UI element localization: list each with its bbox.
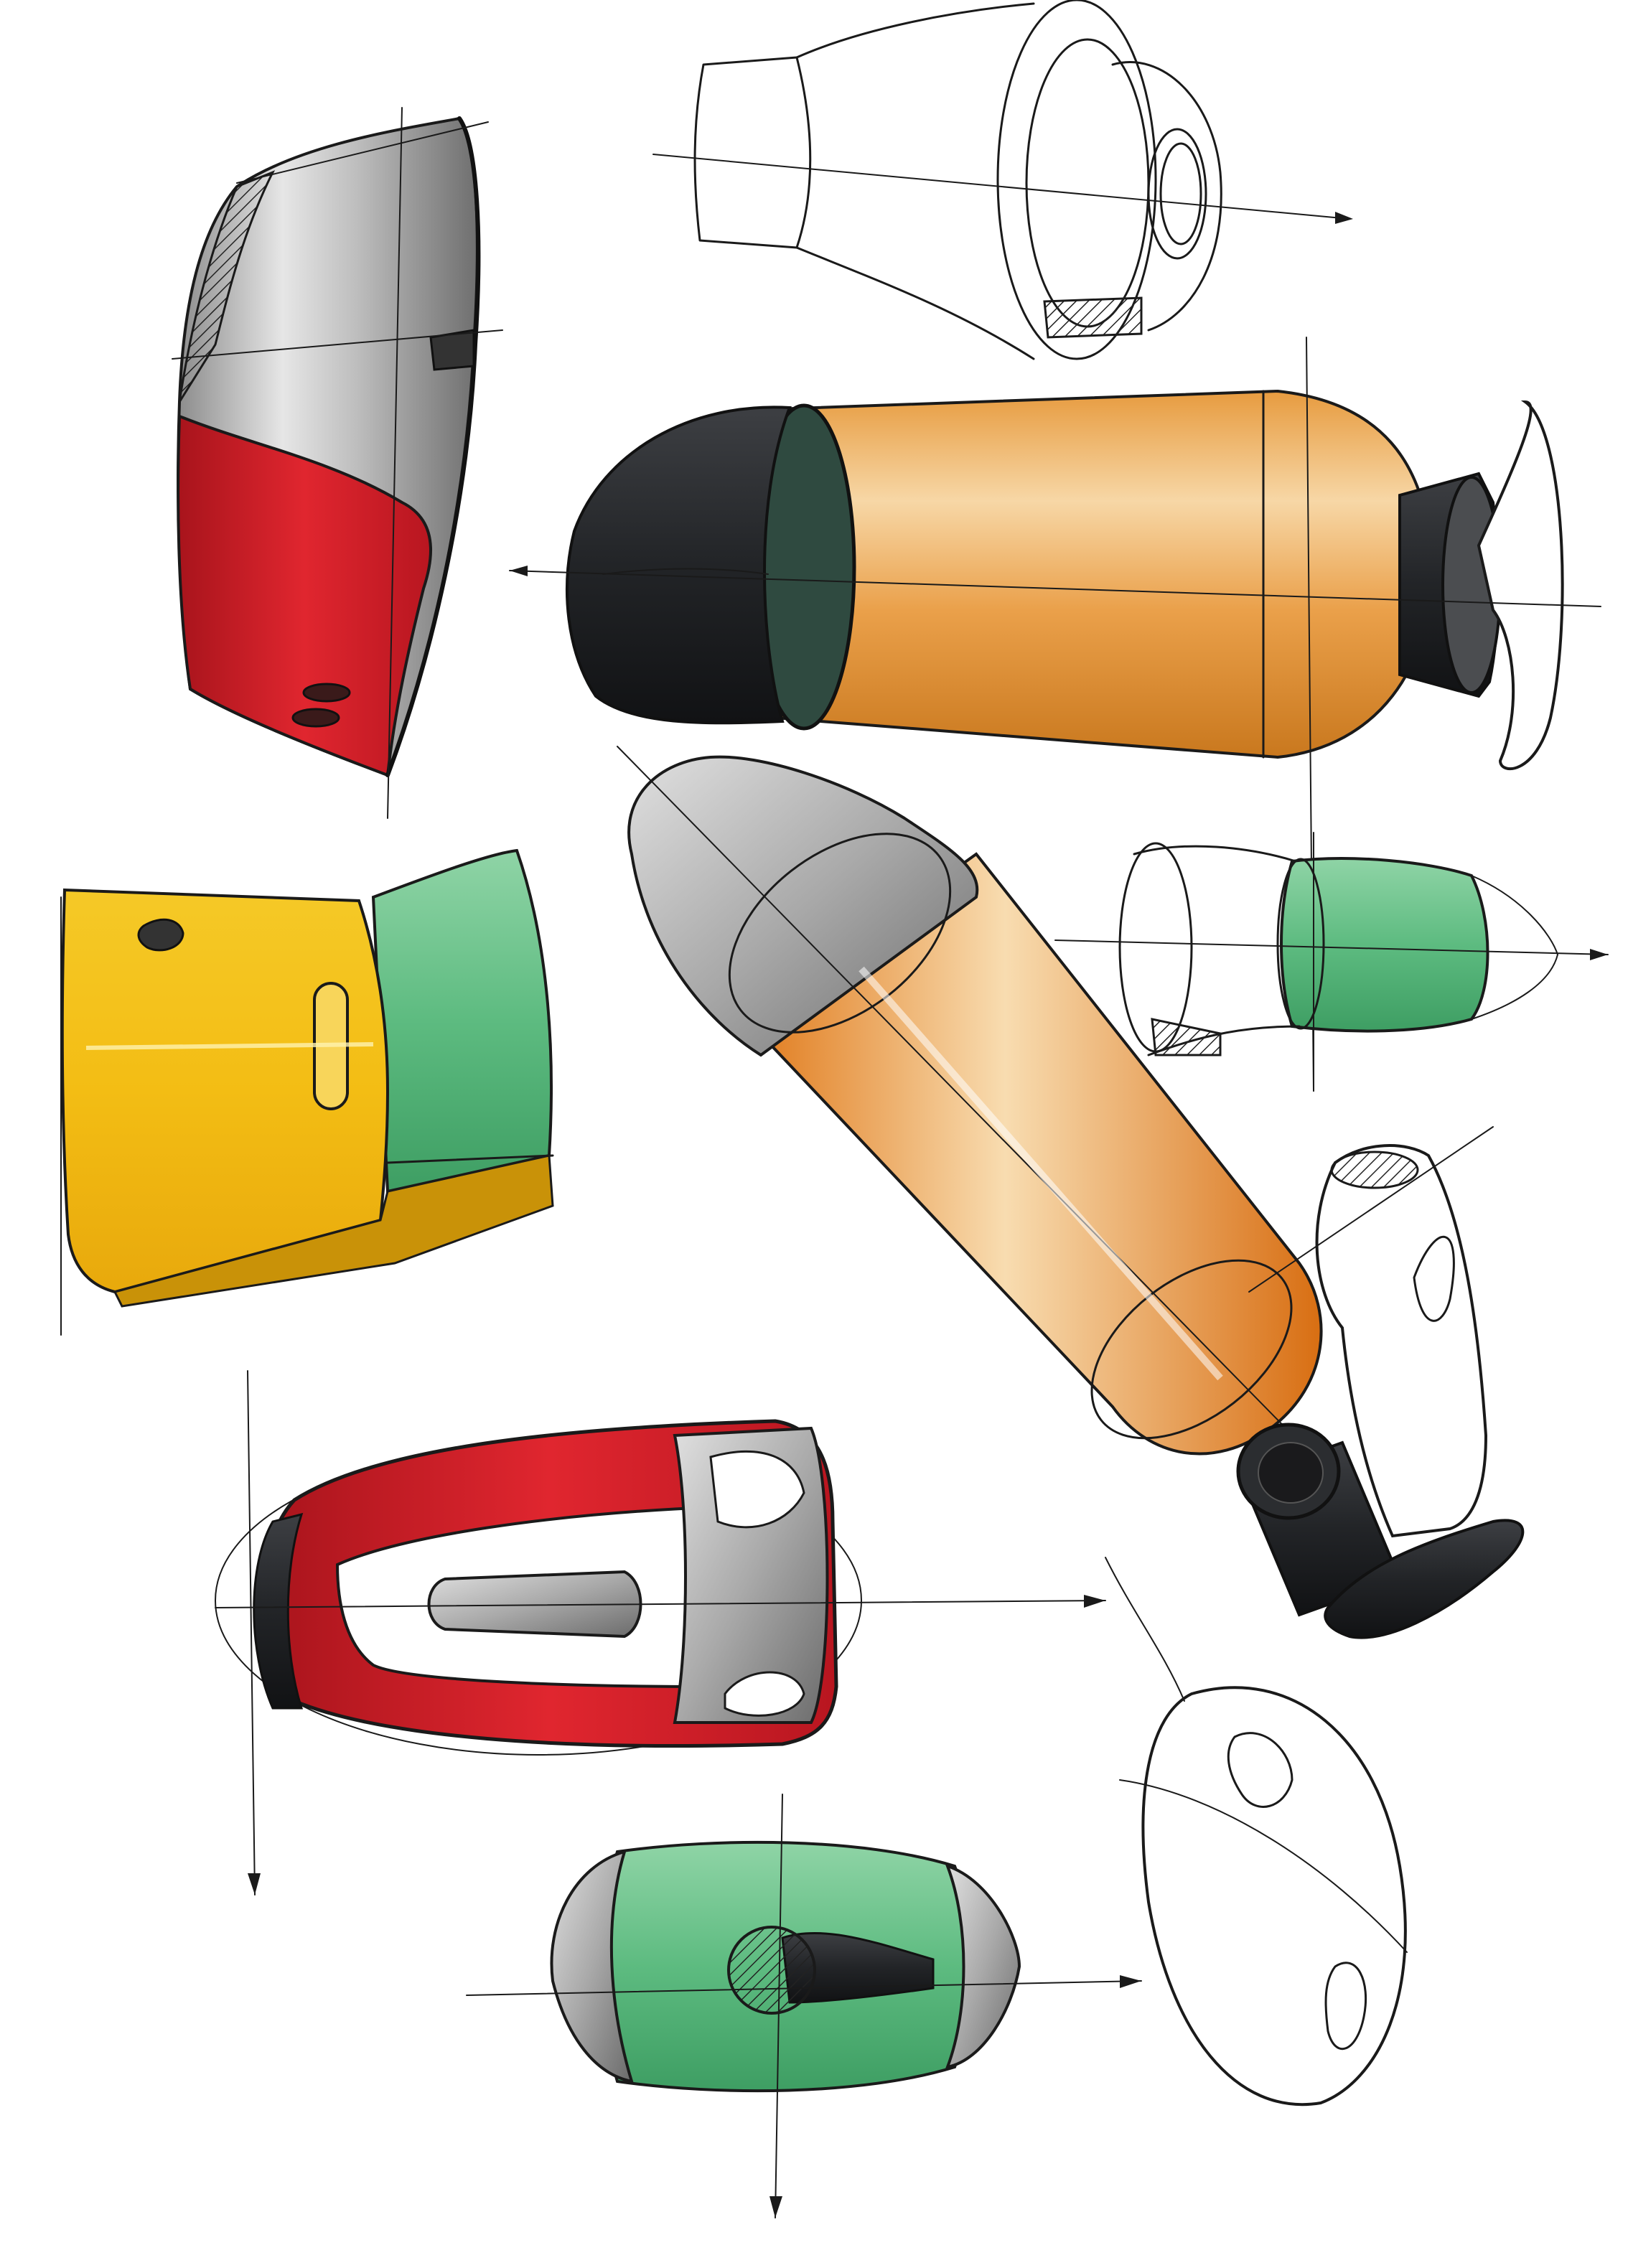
wireframe-mouse xyxy=(1105,1557,1408,2107)
red-oval-device xyxy=(215,1370,1106,1896)
green-wireframe-cylinder xyxy=(1054,832,1609,1092)
green-capsule xyxy=(466,1794,1142,2218)
orange-bottle-horizontal xyxy=(509,337,1601,1092)
wireframe-cup xyxy=(652,0,1353,360)
yellow-green-box xyxy=(60,848,554,1336)
dark-hand-unit xyxy=(1236,1126,1525,1639)
silver-red-shell xyxy=(172,107,503,819)
orange-bottle-diagonal xyxy=(617,746,1336,1479)
